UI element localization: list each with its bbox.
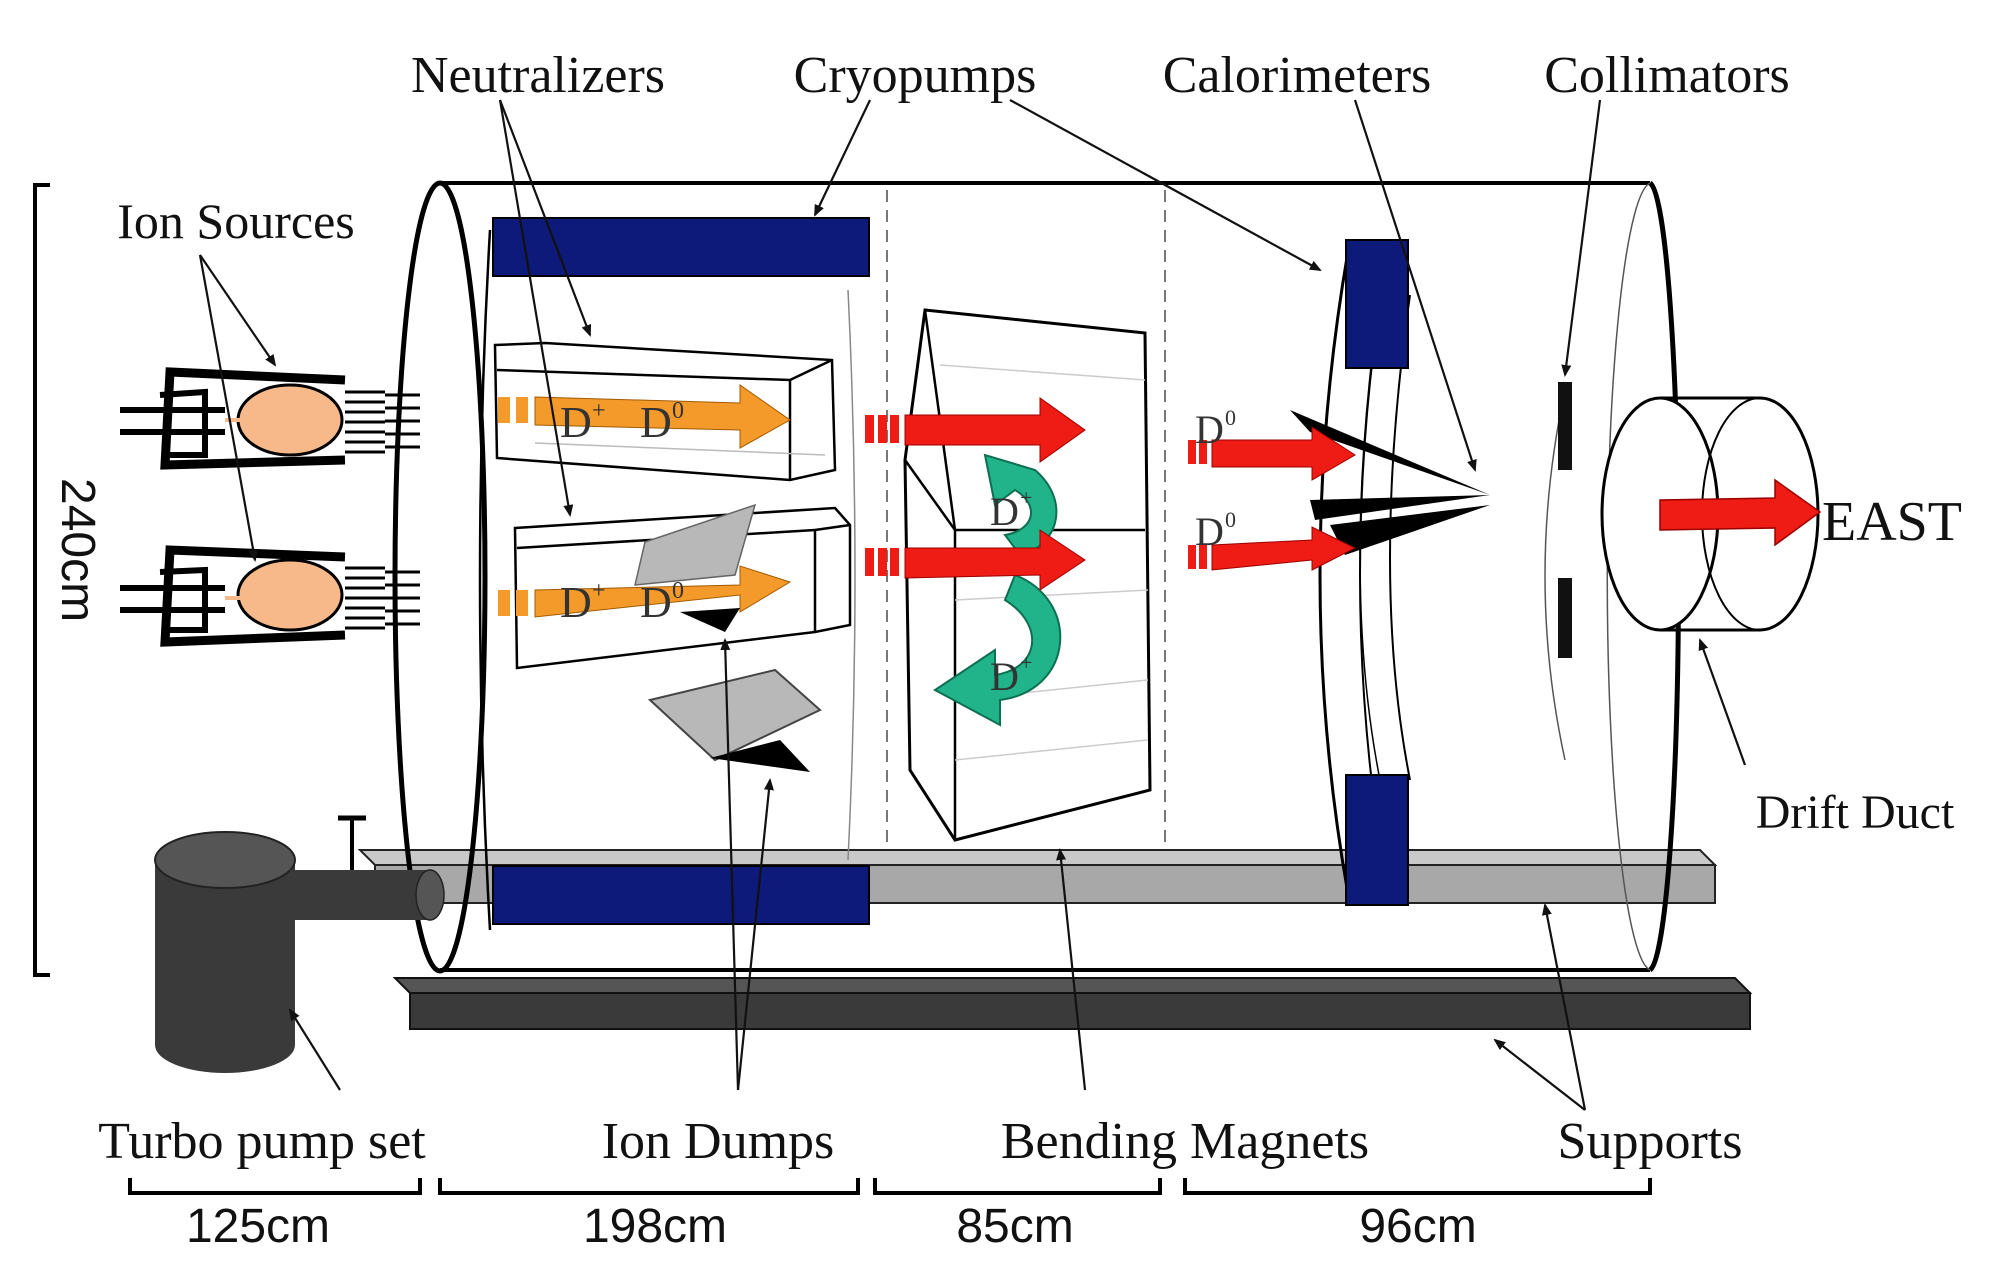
length-label-85cm: 85cm: [956, 1200, 1073, 1253]
deflected-ion-arrow-upper: [983, 453, 1058, 557]
vessel-front-end: [392, 180, 488, 974]
svg-text:D: D: [640, 398, 672, 447]
bracket-198cm: [438, 1178, 860, 1195]
magnet-yoke-bottom: [1345, 774, 1409, 906]
collimator-bottom-block: [1558, 578, 1572, 658]
svg-text:D: D: [640, 578, 672, 627]
vacuum-vessel: [392, 180, 1681, 974]
support-rail-upper: [357, 849, 1718, 866]
ion-dump-wedge-upper: [680, 608, 740, 632]
svg-text:+: +: [592, 398, 606, 424]
length-dimensions: [128, 1178, 1652, 1195]
svg-text:D: D: [1195, 509, 1224, 554]
label-ion-dumps: Ion Dumps: [602, 1113, 835, 1170]
ion-dump-plate-lower: [647, 668, 822, 762]
svg-text:0: 0: [1225, 507, 1236, 532]
label-cryopumps: Cryopumps: [794, 47, 1037, 104]
label-bending-magnets: Bending Magnets: [1001, 1113, 1369, 1170]
svg-text:D: D: [560, 398, 592, 447]
beam-text-magnet: D + D +: [990, 485, 1032, 699]
beam-exit-arrow: [1659, 478, 1822, 547]
height-label: 240cm: [51, 478, 104, 622]
collimator: [1544, 382, 1572, 761]
svg-text:+: +: [1020, 650, 1032, 675]
beam-text-upper: D + D 0: [560, 398, 684, 447]
beam-upper-red-magnet: [865, 397, 1086, 463]
magnet-yoke-top: [1345, 239, 1409, 369]
calorimeter-plate-lower: [1330, 505, 1490, 555]
label-calorimeters: Calorimeters: [1163, 47, 1432, 104]
length-label-96cm: 96cm: [1359, 1200, 1476, 1253]
length-label-198cm: 198cm: [583, 1200, 727, 1253]
svg-text:0: 0: [672, 578, 684, 604]
beam-lower-red-neutral: [1188, 526, 1357, 571]
bracket-85cm: [873, 1178, 1162, 1195]
bracket-96cm: [1183, 1178, 1652, 1195]
label-collimators: Collimators: [1544, 47, 1790, 104]
calorimeter-plate-upper: [1290, 410, 1490, 495]
collimator-top-block: [1558, 382, 1572, 470]
svg-text:0: 0: [1225, 405, 1236, 430]
beam-text-neutral: D 0 D 0: [1195, 405, 1236, 554]
label-east: EAST: [1822, 491, 1962, 553]
svg-text:D: D: [560, 578, 592, 627]
deflected-ion-arrow-lower: [933, 573, 1062, 727]
svg-text:D: D: [990, 489, 1019, 534]
svg-text:D: D: [990, 654, 1019, 699]
ion-dump-plate-upper: [634, 503, 757, 586]
ion-dump-wedge-lower: [710, 740, 810, 772]
ion-source-upper: [120, 367, 420, 470]
support-rails: [357, 849, 1753, 1030]
beam-text-lower: D + D 0: [560, 578, 684, 627]
beam-upper-orange: [498, 384, 791, 449]
height-dimension: 240cm: [33, 183, 104, 977]
turbo-pump-set: [154, 815, 445, 1073]
label-drift-duct: Drift Duct: [1756, 786, 1955, 839]
label-supports: Supports: [1558, 1113, 1743, 1170]
support-rail-lower-front: [409, 992, 1751, 1030]
beam-upper-red-neutral: [1188, 426, 1356, 481]
svg-text:0: 0: [672, 398, 684, 424]
bracket-125cm: [128, 1178, 422, 1195]
beam-lower-red-magnet: [865, 529, 1086, 591]
label-ion-sources: Ion Sources: [117, 193, 354, 249]
leader-lines: [198, 99, 1747, 1111]
calorimeter-plate-middle: [1310, 495, 1490, 520]
length-label-125cm: 125cm: [186, 1200, 330, 1253]
svg-text:+: +: [1020, 485, 1032, 510]
beam-lower-orange: [498, 565, 792, 618]
ion-source-lower: [120, 545, 420, 647]
cryopump-bottom: [492, 865, 870, 925]
label-turbo-pump-set: Turbo pump set: [98, 1113, 426, 1170]
label-neutralizers: Neutralizers: [411, 47, 665, 104]
svg-text:+: +: [592, 578, 606, 604]
svg-text:D: D: [1195, 407, 1224, 452]
